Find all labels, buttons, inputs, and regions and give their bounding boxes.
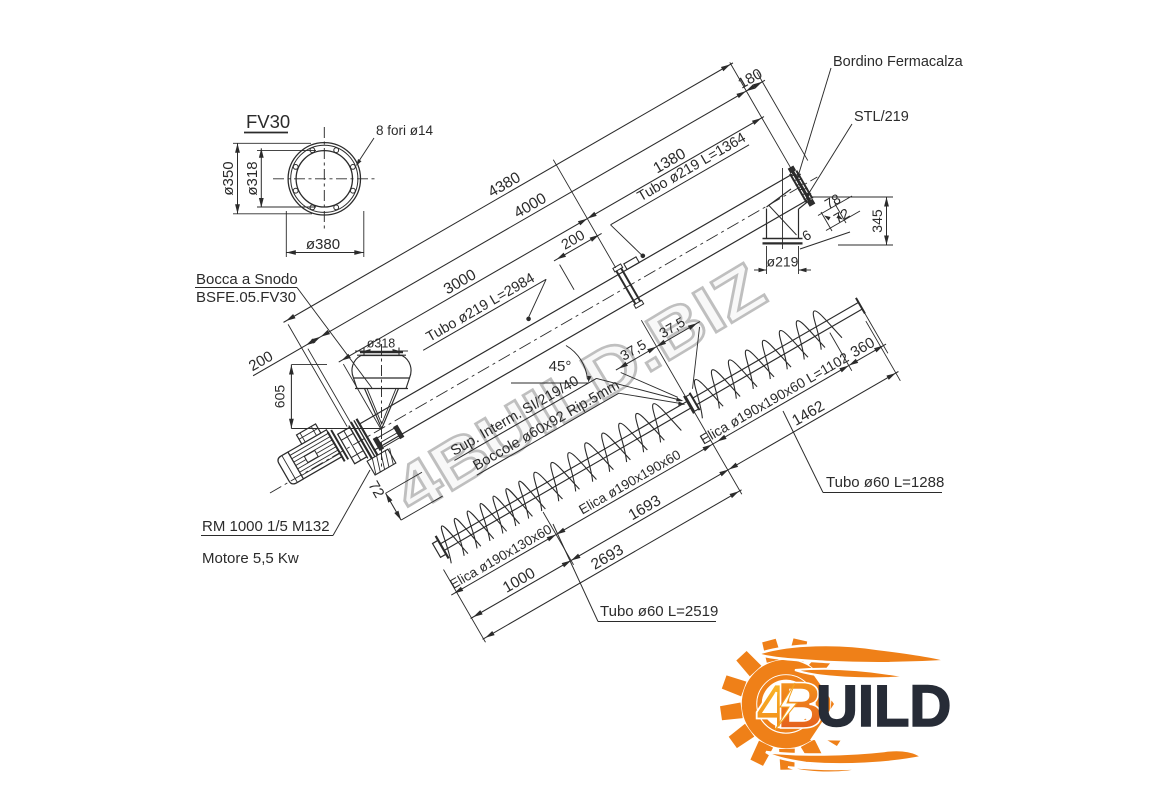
svg-text:RM 1000 1/5 M132: RM 1000 1/5 M132 xyxy=(202,518,330,535)
svg-text:8 fori ø14: 8 fori ø14 xyxy=(376,123,434,138)
svg-text:605: 605 xyxy=(272,385,288,409)
svg-text:78: 78 xyxy=(822,190,844,212)
svg-text:72: 72 xyxy=(364,478,387,501)
svg-text:BSFE.05.FV30: BSFE.05.FV30 xyxy=(196,289,296,306)
svg-text:45°: 45° xyxy=(549,358,572,375)
svg-text:ø318: ø318 xyxy=(244,161,261,195)
svg-text:ø219: ø219 xyxy=(767,254,799,270)
svg-text:Tubo ø60 L=1288: Tubo ø60 L=1288 xyxy=(826,474,944,491)
svg-text:Motore 5,5 Kw: Motore 5,5 Kw xyxy=(202,550,299,567)
svg-text:345: 345 xyxy=(869,209,885,233)
svg-text:ø350: ø350 xyxy=(220,161,237,195)
svg-text:72: 72 xyxy=(831,205,853,227)
svg-text:FV30: FV30 xyxy=(246,111,290,132)
svg-text:Bocca a Snodo: Bocca a Snodo xyxy=(196,271,298,288)
svg-text:STL/219: STL/219 xyxy=(854,109,909,125)
svg-text:ø318: ø318 xyxy=(367,337,396,351)
svg-text:Bordino Fermacalza: Bordino Fermacalza xyxy=(833,54,964,70)
svg-text:ø380: ø380 xyxy=(306,236,340,253)
svg-text:UILD: UILD xyxy=(816,674,951,739)
svg-text:4: 4 xyxy=(756,672,791,741)
svg-text:Tubo ø60 L=2519: Tubo ø60 L=2519 xyxy=(600,603,718,620)
